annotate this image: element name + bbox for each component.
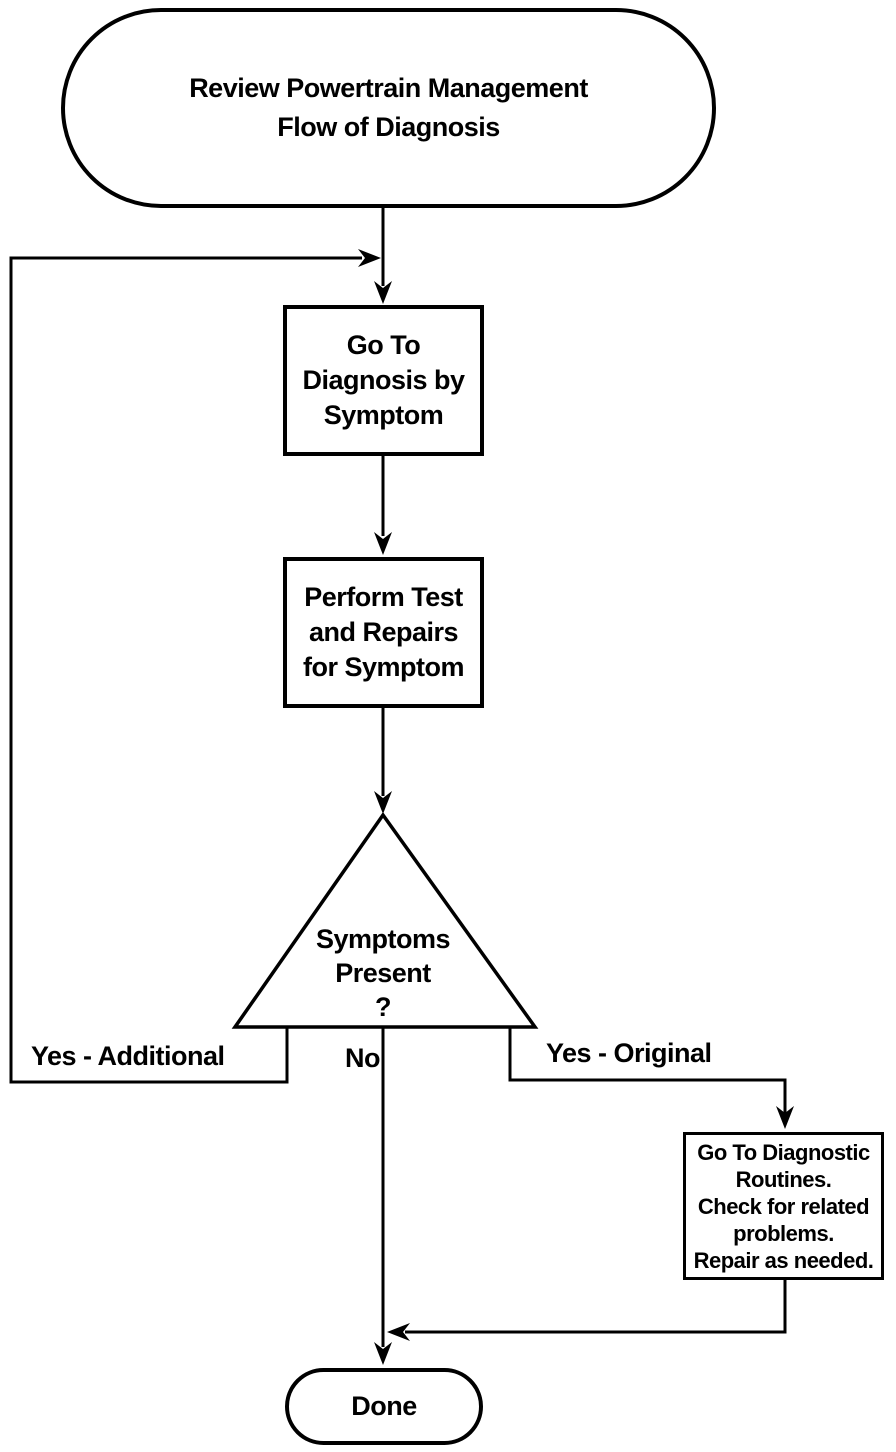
test-node-label-line1: Perform Test xyxy=(304,582,463,612)
branch-label-yes-additional: Yes - Additional xyxy=(31,1041,225,1071)
arrowhead-into-routines xyxy=(776,1106,794,1129)
routines-node-label-line2: Routines. xyxy=(735,1166,832,1192)
branch-label-yes-original: Yes - Original xyxy=(546,1038,712,1068)
branch-label-no: No xyxy=(345,1043,381,1073)
edge-yes-additional-loop xyxy=(9,256,362,1084)
diagnosis-process-node: Go To Diagnosis by Symptom xyxy=(283,305,484,456)
decision-label-line3: ? xyxy=(375,992,392,1022)
routines-node-label-line5: Repair as needed. xyxy=(693,1247,874,1273)
decision-node-label: Symptoms Present ? xyxy=(268,922,498,1024)
diagnosis-node-label-line2: Diagnosis by xyxy=(302,365,465,395)
test-node-label-line2: and Repairs xyxy=(308,617,459,647)
arrowhead-into-test xyxy=(374,532,392,555)
decision-label-line1: Symptoms xyxy=(315,924,451,954)
arrowhead-merge-into-no-line xyxy=(387,1323,410,1341)
diagnosis-node-label-line1: Go To xyxy=(346,330,421,360)
done-terminator-node: Done xyxy=(285,1368,483,1445)
edge-routines-merge xyxy=(405,1280,787,1334)
routines-process-node: Go To Diagnostic Routines. Check for rel… xyxy=(683,1132,884,1280)
diagnosis-node-label-line3: Symptom xyxy=(323,400,444,430)
test-process-node: Perform Test and Repairs for Symptom xyxy=(283,557,484,708)
arrowhead-into-decision xyxy=(374,791,392,814)
routines-node-label-line1: Go To Diagnostic xyxy=(697,1139,870,1165)
start-node-label-line2: Flow of Diagnosis xyxy=(277,112,500,142)
arrowhead-into-diagnosis xyxy=(374,281,392,304)
decision-triangle-shape xyxy=(231,811,539,1029)
arrowhead-feedback-junction xyxy=(358,249,381,267)
test-node-label-line3: for Symptom xyxy=(302,652,465,682)
start-node-label-line1: Review Powertrain Management xyxy=(189,73,588,103)
done-node-label: Done xyxy=(351,1391,417,1421)
edge-yes-original-to-routines xyxy=(508,1027,787,1113)
start-terminator-node: Review Powertrain Management Flow of Dia… xyxy=(61,8,716,208)
decision-label-line2: Present xyxy=(335,958,431,988)
routines-node-label-line3: Check for related xyxy=(697,1193,870,1219)
arrowhead-into-done xyxy=(374,1342,392,1365)
routines-node-label-line4: problems. xyxy=(733,1220,834,1246)
